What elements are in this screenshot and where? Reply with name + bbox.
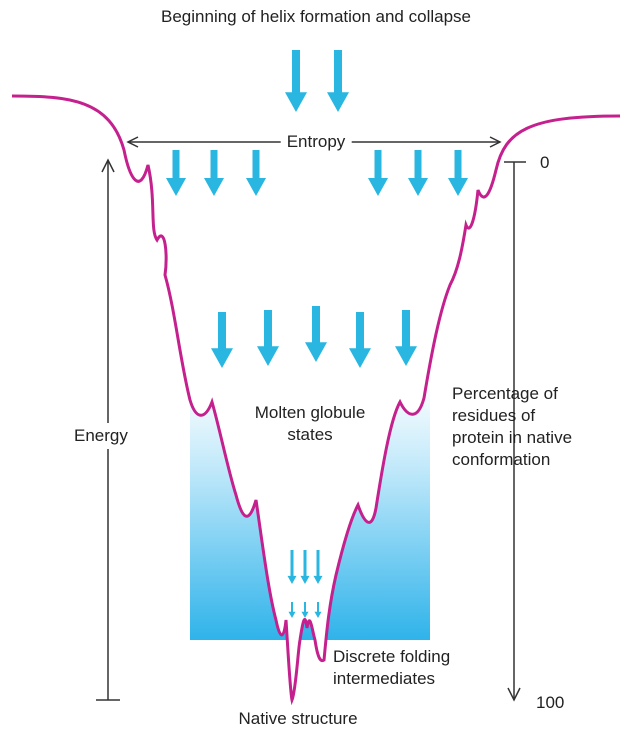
- entropy-arrow-top-2: [327, 50, 349, 112]
- intermediate-arrow-3: [314, 602, 322, 618]
- energy-arrow-row1-3: [246, 150, 266, 196]
- energy-arrow-row2-1: [211, 312, 233, 368]
- intermediate-arrow-1: [288, 602, 296, 618]
- energy-arrow-row2-2: [257, 310, 279, 366]
- molten-arrow-2: [300, 550, 310, 584]
- percentage-label-line-3: protein in native: [452, 428, 573, 447]
- diagram-title: Beginning of helix formation and collaps…: [161, 7, 471, 26]
- molten-globule-label: Molten globule states: [225, 402, 395, 446]
- percentage-label-line-2: residues of: [452, 406, 536, 425]
- scale-bottom-value: 100: [536, 693, 565, 712]
- percentage-label-line-1: Percentage of: [452, 384, 558, 403]
- intermediate-arrow-2: [301, 602, 309, 618]
- energy-label: Energy: [74, 423, 128, 449]
- molten-arrow-1: [287, 550, 297, 584]
- percentage-axis: [504, 161, 526, 702]
- discrete-label-line-2: intermediates: [333, 669, 436, 688]
- molten-label-line-1: Molten globule: [254, 403, 366, 422]
- energy-arrow-row1-5: [408, 150, 428, 196]
- discrete-intermediates-label: Discrete folding intermediates: [333, 646, 503, 690]
- funnel-curve: [11, 94, 621, 706]
- energy-arrow-row1-2: [204, 150, 224, 196]
- energy-arrow-row1-6: [448, 150, 468, 196]
- energy-arrow-row2-4: [349, 312, 371, 368]
- entropy-arrow-top-1: [285, 50, 307, 112]
- percentage-label-line-4: conformation: [452, 450, 551, 469]
- native-structure-label: Native structure: [238, 709, 358, 728]
- energy-arrow-row1-4: [368, 150, 388, 196]
- energy-arrow-row1-1: [166, 150, 186, 196]
- discrete-label-line-1: Discrete folding: [333, 647, 451, 666]
- percentage-label: Percentage of residues of protein in nat…: [452, 383, 627, 471]
- molten-arrow-3: [313, 550, 323, 584]
- energy-arrow-row2-3: [305, 306, 327, 362]
- molten-label-line-2: states: [287, 425, 333, 444]
- energy-arrows: [166, 50, 468, 618]
- entropy-label: Entropy: [280, 131, 352, 153]
- scale-top-value: 0: [540, 153, 550, 172]
- energy-arrow-row2-5: [395, 310, 417, 366]
